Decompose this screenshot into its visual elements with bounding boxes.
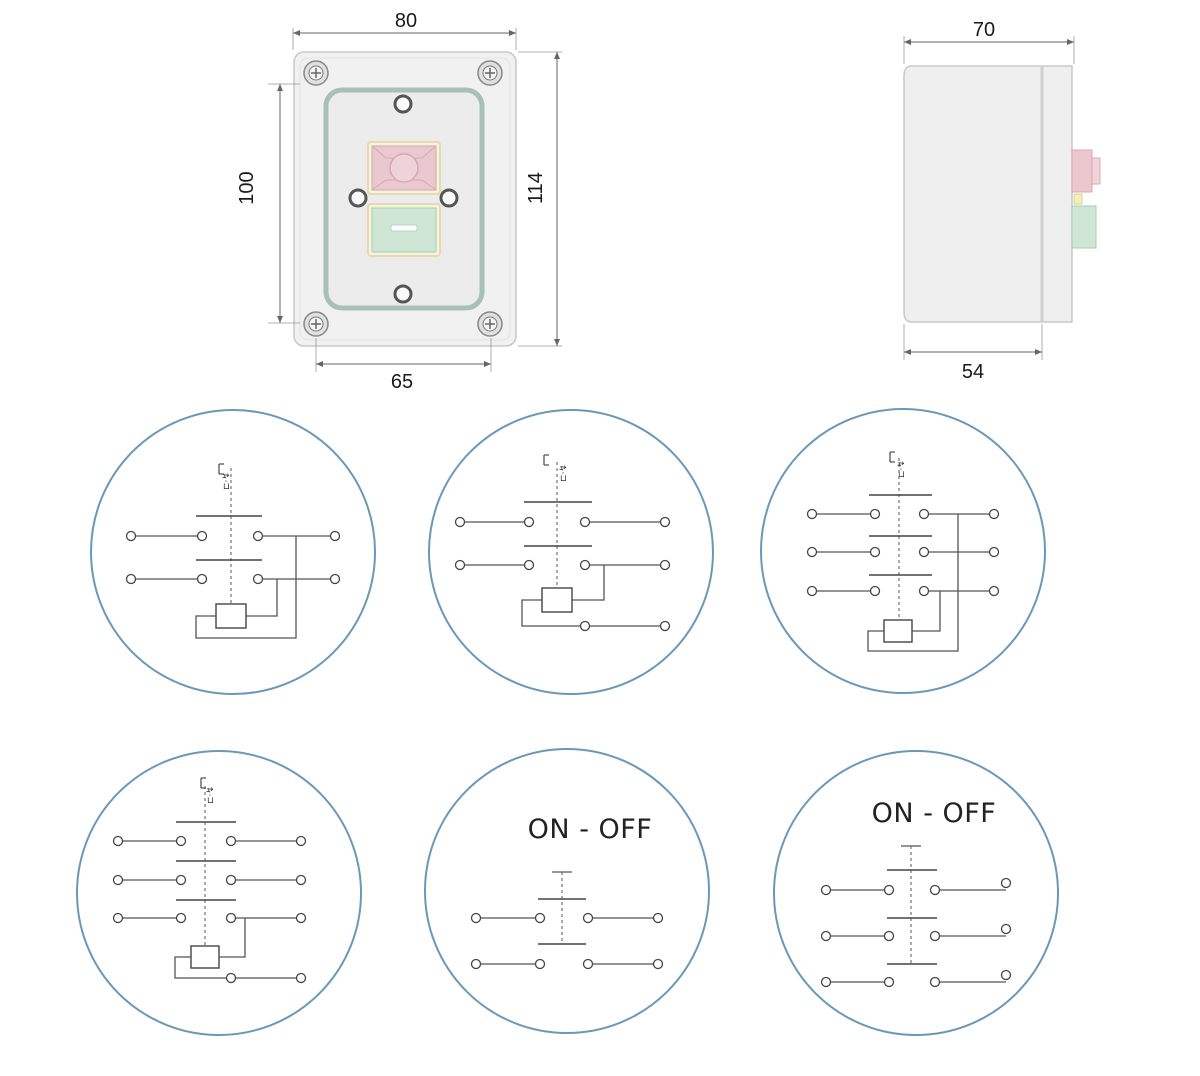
schematic-diagram-6: ON - OFF bbox=[773, 750, 1059, 1036]
schematic-6-contacts bbox=[820, 877, 1012, 988]
schematic-5-title: ON - OFF bbox=[528, 814, 653, 845]
corner-screw-bottom-right bbox=[477, 311, 503, 337]
schematic-3-actuator-symbol: ⊏·↯ bbox=[889, 451, 907, 478]
corner-screw-bottom-left bbox=[303, 311, 329, 337]
dim-side-depth-total: 70 bbox=[973, 19, 995, 41]
schematic-1-ring bbox=[90, 409, 376, 695]
schematic-4-symbol-text: ⊏·↯ bbox=[206, 786, 216, 804]
panel-screws bbox=[348, 94, 459, 304]
stop-button bbox=[367, 141, 441, 195]
schematic-diagram-3: ⊏·↯ bbox=[760, 408, 1046, 694]
dim-front-width: 80 bbox=[395, 10, 417, 32]
schematic-6-title: ON - OFF bbox=[872, 798, 997, 829]
corner-screw-top-left bbox=[303, 60, 329, 86]
dim-front-height-inner: 100 bbox=[236, 171, 258, 204]
schematic-1-actuator-symbol: ⊏·↯ bbox=[218, 463, 232, 490]
side-view bbox=[903, 65, 1101, 323]
schematic-3-symbol-text: ⊏·↯ bbox=[897, 460, 907, 478]
front-gasket-frame bbox=[323, 87, 485, 311]
side-stop-button bbox=[1071, 149, 1093, 193]
schematic-1-symbol-text: ⊏·↯ bbox=[222, 472, 232, 490]
corner-screw-top-right bbox=[477, 60, 503, 86]
start-button bbox=[367, 203, 441, 257]
schematic-5-ring bbox=[424, 748, 710, 1034]
schematic-6-ring bbox=[773, 750, 1059, 1036]
side-housing bbox=[903, 65, 1073, 323]
schematic-2-contacts bbox=[454, 516, 671, 571]
schematic-2-actuator-symbol: ⊏·↯ bbox=[543, 454, 569, 482]
front-view bbox=[293, 51, 517, 347]
schematic-1-contacts bbox=[125, 530, 341, 585]
schematic-1-coil bbox=[195, 536, 297, 639]
dim-mount-spacing: 65 bbox=[391, 371, 413, 393]
schematic-diagram-5: ON - OFF bbox=[424, 748, 710, 1034]
schematic-diagram-2: ⊏·↯ bbox=[428, 409, 714, 695]
schematic-diagram-4: ⊏·↯ bbox=[76, 750, 362, 1036]
side-stop-button-cap bbox=[1091, 157, 1101, 185]
schematic-3-coil bbox=[867, 514, 959, 652]
schematic-4-ring bbox=[76, 750, 362, 1036]
schematic-diagram-1: ⊏·↯ bbox=[90, 409, 376, 695]
schematic-2-coil bbox=[521, 565, 671, 632]
schematic-5-contacts bbox=[470, 912, 664, 970]
side-view-dimensions: 70 54 bbox=[903, 19, 1075, 383]
schematic-4-coil bbox=[174, 918, 307, 984]
dim-side-depth-body: 54 bbox=[962, 361, 984, 383]
side-start-button bbox=[1071, 205, 1097, 249]
schematic-3-ring bbox=[760, 408, 1046, 694]
schematic-3-contacts bbox=[806, 508, 1000, 597]
side-button-ring bbox=[1073, 193, 1083, 205]
schematic-4-actuator-symbol: ⊏·↯ bbox=[200, 777, 216, 804]
front-view-dimensions: 80 114 100 65 bbox=[236, 10, 562, 393]
dim-front-height-total: 114 bbox=[525, 172, 547, 204]
schematic-4-contacts bbox=[112, 835, 307, 924]
schematic-2-symbol-text: ⊏·↯ bbox=[559, 464, 569, 482]
front-housing-inner-edge bbox=[299, 57, 511, 341]
schematic-2-ring bbox=[428, 409, 714, 695]
